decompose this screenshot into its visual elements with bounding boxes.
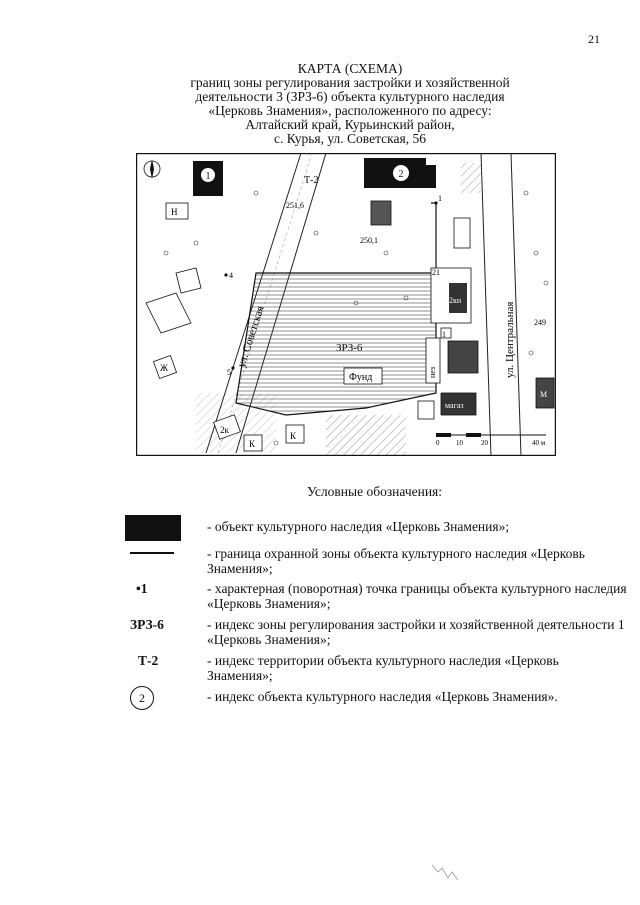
object-index-symbol: 2 [130, 686, 154, 710]
legend-title: Условные обозначения: [307, 484, 443, 499]
svg-text:Ж: Ж [160, 363, 169, 373]
svg-text:40 м: 40 м [532, 439, 546, 447]
fund-label: Фунд [349, 372, 372, 383]
point-symbol: •1 [136, 581, 148, 596]
obj2-label: 2 [399, 169, 404, 180]
north-arrow-icon [143, 159, 161, 179]
territory-index-symbol: Т-2 [138, 653, 159, 668]
heritage-object-symbol [125, 515, 181, 541]
cadastral-map: 1 2 Т-2 Н Ж 2к К К 21 2кн нез магаз М 1 … [136, 153, 556, 456]
legend-text: - индекс территории объекта культурного … [207, 653, 559, 683]
svg-text:Н: Н [171, 207, 178, 217]
legend-text: - индекс зоны регулирования застройки и … [207, 617, 625, 647]
title-line: границ зоны регулирования застройки и хо… [190, 75, 510, 90]
zone-label: ЗРЗ-6 [336, 342, 363, 354]
svg-text:5: 5 [227, 368, 231, 377]
title-line: Алтайский край, Курьинский район, [245, 117, 455, 132]
title-line: с. Курья, ул. Советская, 56 [274, 131, 426, 146]
obj1-label: 1 [206, 171, 211, 182]
zone-index-symbol: ЗРЗ-6 [130, 617, 164, 632]
street-centralnaya: ул. Центральная [504, 302, 516, 378]
svg-text:249: 249 [534, 318, 546, 327]
scale-bar: 0 10 20 40 м [436, 433, 546, 447]
svg-text:К: К [249, 439, 256, 449]
road-edge [510, 153, 522, 456]
legend-text: - характерная (поворотная) точка границы… [207, 581, 627, 611]
svg-text:251,6: 251,6 [286, 201, 304, 210]
svg-text:10: 10 [456, 439, 464, 447]
svg-text:1: 1 [442, 330, 446, 339]
svg-text:К: К [290, 431, 297, 441]
legend-text: - индекс объекта культурного наследия «Ц… [207, 689, 558, 704]
svg-text:21: 21 [432, 268, 440, 277]
svg-text:0: 0 [436, 439, 440, 447]
road-edge [480, 153, 492, 456]
svg-text:4: 4 [229, 271, 233, 280]
title-line: «Церковь Знамения», расположенного по ад… [208, 103, 492, 118]
svg-text:магаз: магаз [445, 401, 464, 410]
pencil-mark [431, 864, 459, 881]
svg-text:нез: нез [428, 367, 437, 378]
legend-text: - граница охранной зоны объекта культурн… [207, 546, 585, 576]
legend-text: - объект культурного наследия «Церковь З… [207, 519, 510, 534]
boundary-line-symbol [130, 552, 174, 554]
svg-text:2кн: 2кн [449, 296, 462, 305]
page-number: 21 [588, 32, 600, 46]
svg-text:250,1: 250,1 [360, 236, 378, 245]
document-title: КАРТА (СХЕМА) границ зоны регулирования … [150, 62, 550, 146]
svg-text:1: 1 [438, 194, 442, 203]
title-line: КАРТА (СХЕМА) [297, 61, 403, 76]
svg-text:М: М [540, 390, 547, 399]
svg-text:20: 20 [481, 439, 489, 447]
title-line: деятельности 3 (ЗРЗ-6) объекта культурно… [195, 89, 505, 104]
svg-text:2к: 2к [220, 425, 230, 435]
t2-label: Т-2 [304, 175, 318, 186]
